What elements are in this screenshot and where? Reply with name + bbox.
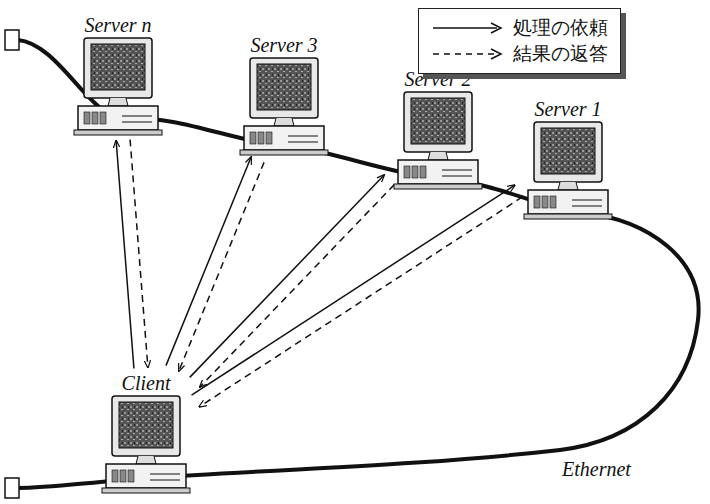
reply-arrow [199,197,522,407]
cable-plug [5,478,19,498]
legend-text: 処理の依頼 [513,15,608,41]
request-arrow [190,175,384,377]
node-label: Server 3 [248,34,319,56]
computer-icon [72,36,164,136]
computer-icon [238,56,330,156]
reply-arrow [200,185,394,387]
legend-row: 結果の返答 [429,41,608,67]
computer-node: Server 2 [392,68,484,190]
cable-line [18,40,699,488]
legend-line-sample [429,47,507,61]
reply-arrow [179,162,264,371]
node-label: Server n [82,14,153,36]
node-label: Server 1 [532,98,603,120]
request-arrow [166,157,251,366]
computer-node: Client [100,372,192,494]
legend-row: 処理の依頼 [429,15,608,41]
computer-node: Server 3 [238,34,330,156]
cable-label: Ethernet [560,458,633,481]
node-label: Client [120,372,173,394]
request-arrow [116,141,134,369]
computer-node: Server 1 [522,98,614,220]
computer-icon [100,394,192,494]
legend-line-sample [429,21,507,35]
legend-box: 処理の依頼結果の返答 [418,8,621,74]
computer-icon [522,120,614,220]
reply-arrow [130,139,148,367]
computer-icon [392,90,484,190]
cable-plug [5,30,19,50]
request-arrow [192,185,515,395]
computer-node: Server n [72,14,164,136]
legend-text: 結果の返答 [513,41,608,67]
